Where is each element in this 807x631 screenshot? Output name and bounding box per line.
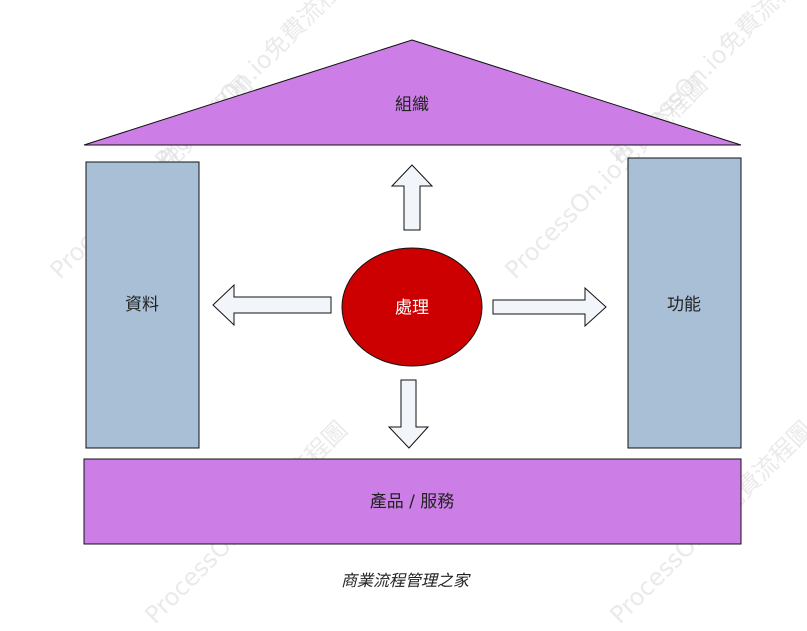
base-label: 產品 / 服務 bbox=[370, 492, 455, 512]
arrow-down[interactable] bbox=[387, 379, 430, 449]
left-pillar-label: 資料 bbox=[125, 295, 159, 315]
diagram-caption: 商業流程管理之家 bbox=[341, 571, 471, 590]
arrow-left[interactable] bbox=[212, 283, 332, 327]
center-process-circle[interactable] bbox=[341, 247, 483, 367]
left-pillar-box[interactable] bbox=[85, 161, 200, 449]
roof-label: 組織 bbox=[395, 95, 429, 115]
roof-triangle[interactable] bbox=[83, 39, 742, 146]
arrow-right[interactable] bbox=[492, 286, 607, 328]
arrow-up[interactable] bbox=[390, 164, 434, 231]
right-pillar-label: 功能 bbox=[667, 295, 701, 315]
base-box[interactable] bbox=[83, 458, 742, 545]
right-pillar-box[interactable] bbox=[627, 157, 742, 449]
center-label: 處理 bbox=[395, 298, 429, 318]
